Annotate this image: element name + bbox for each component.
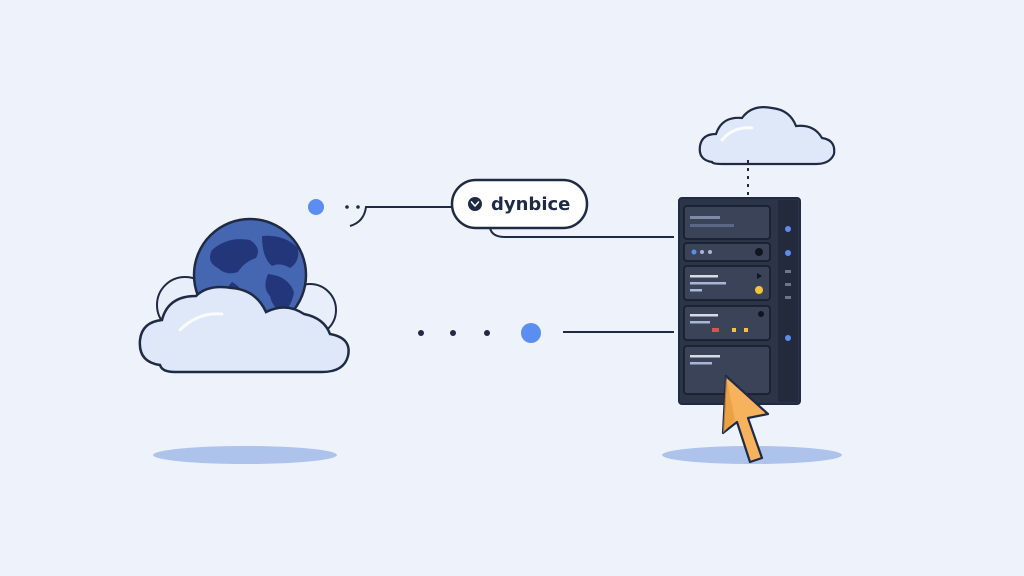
badge-label: dynbice [491,194,570,215]
server-unit [683,205,771,240]
globe-cloud-icon [138,217,350,374]
middle-connector [418,323,674,343]
chevron-down-icon [468,197,482,211]
top-dot-node [308,199,324,215]
server-unit [683,305,771,341]
cloud-icon [698,106,836,166]
server-rack-icon [678,197,801,405]
mid-dot-node [521,323,541,343]
server-unit [683,265,771,301]
cursor-arrow-icon [721,374,770,464]
server-unit [683,242,771,262]
globe-shadow [153,446,337,464]
service-badge[interactable]: dynbice [450,178,589,230]
top-connector [308,199,674,238]
